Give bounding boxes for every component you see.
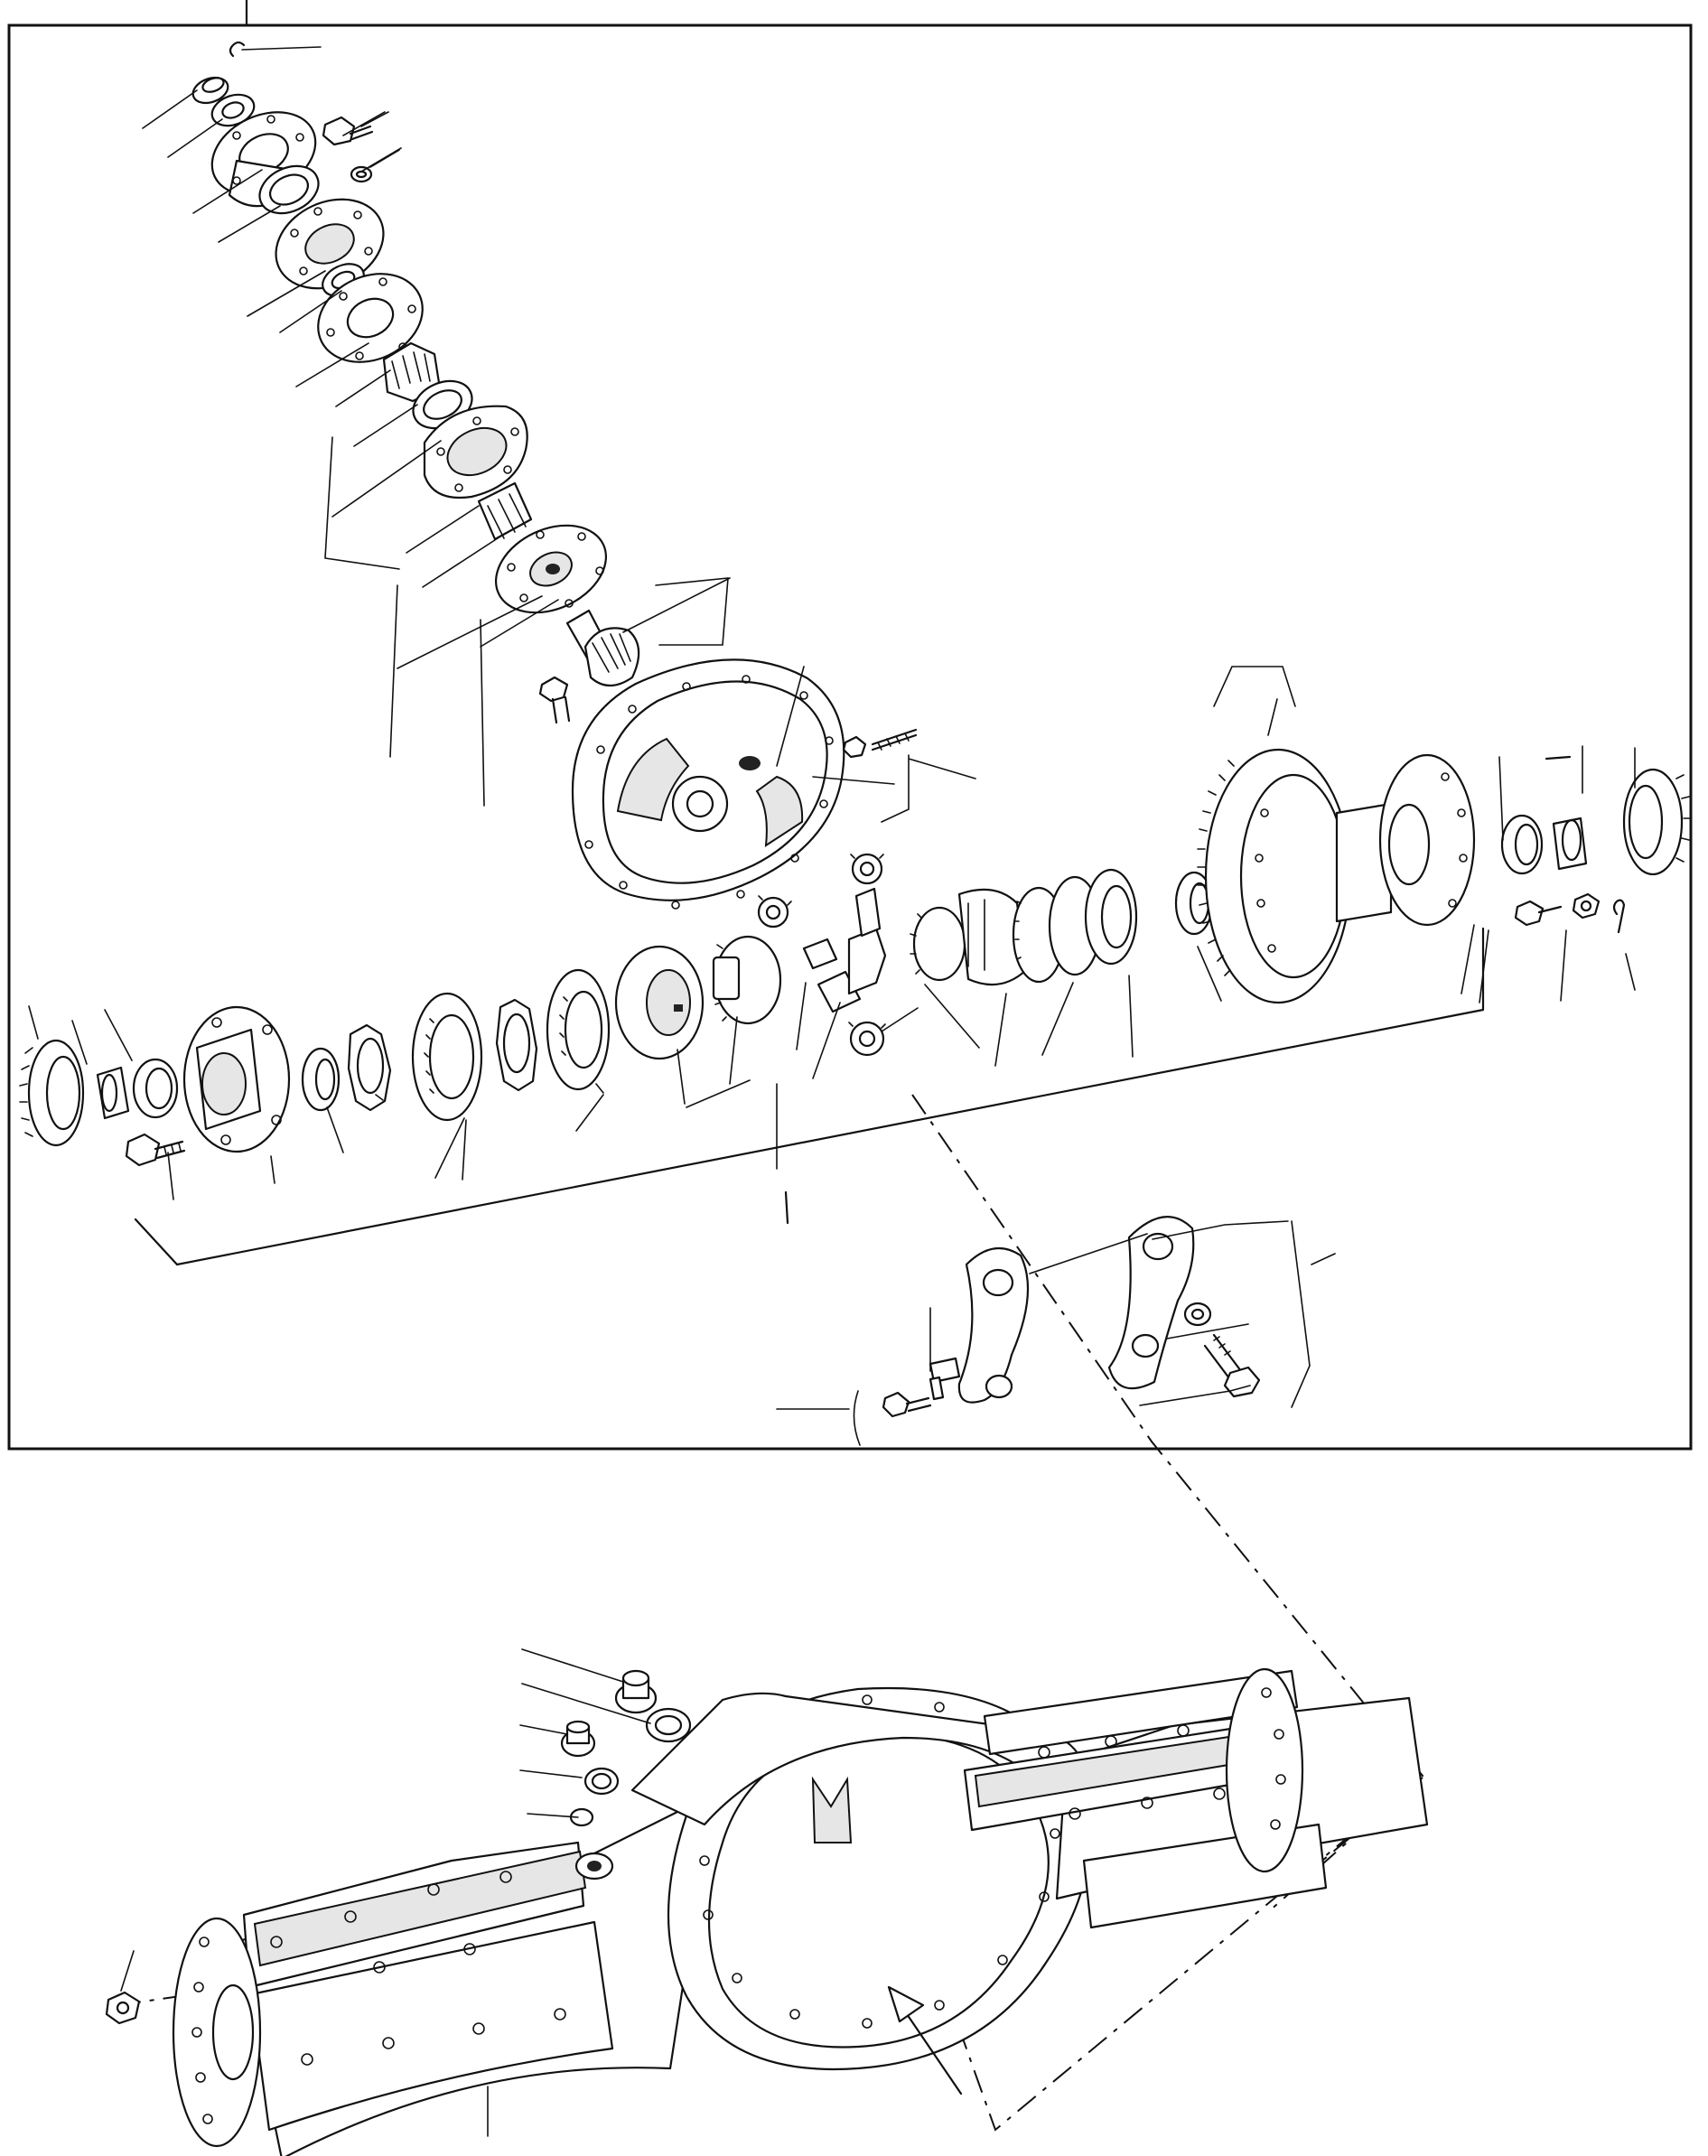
friction-disc-2 bbox=[547, 970, 609, 1089]
adjuster-nut-left bbox=[20, 1041, 83, 1145]
thrust-washer-left bbox=[303, 1049, 339, 1110]
shim-plate bbox=[303, 257, 437, 378]
pressure-ring-left bbox=[616, 947, 703, 1059]
cap-bolt bbox=[1205, 1335, 1259, 1396]
side-gear-right bbox=[910, 908, 965, 980]
pinion-retainer bbox=[481, 509, 620, 630]
ring-gear bbox=[1198, 750, 1350, 1003]
cap-screw bbox=[540, 677, 569, 723]
cap-washer bbox=[1185, 1303, 1210, 1325]
adjuster-nut-right bbox=[1624, 770, 1691, 874]
spider-cross bbox=[804, 889, 885, 1012]
pinion-stack bbox=[190, 42, 639, 723]
carrier-housing bbox=[573, 659, 916, 909]
leader-lines bbox=[29, 90, 1635, 1445]
flange-bolt bbox=[323, 112, 388, 145]
friction-plate-1 bbox=[349, 1025, 390, 1110]
differential-internals bbox=[20, 750, 1691, 1165]
plug-leaders bbox=[520, 1649, 650, 1817]
case-half-left bbox=[184, 1007, 289, 1152]
upper-frame bbox=[9, 0, 1691, 1449]
drain-plug bbox=[562, 1722, 594, 1756]
bearing-cage bbox=[425, 406, 527, 498]
fill-plug-washer bbox=[647, 1709, 690, 1741]
view-arrow bbox=[889, 1987, 961, 2094]
drain-plug-washer bbox=[585, 1769, 618, 1794]
side-gear-left bbox=[714, 937, 780, 1023]
lock-screws bbox=[1516, 757, 1624, 932]
bearing-caps bbox=[883, 1217, 1259, 1416]
drive-pinion bbox=[567, 611, 639, 686]
lock-tab bbox=[883, 1358, 959, 1416]
axle-nut bbox=[107, 1951, 139, 2023]
cotter-pin bbox=[230, 42, 321, 56]
friction-disc-1 bbox=[413, 994, 481, 1120]
oil-seal bbox=[252, 157, 326, 222]
bearing-cup-right bbox=[1502, 816, 1542, 873]
lock-washer bbox=[351, 150, 399, 182]
bearing-cone-right bbox=[1554, 818, 1586, 869]
friction-plate-2 bbox=[497, 1000, 537, 1090]
friction-stack-right bbox=[1013, 870, 1136, 982]
breather bbox=[571, 1809, 612, 1879]
castle-nut bbox=[190, 73, 231, 107]
bearing-cone-left bbox=[98, 1068, 128, 1118]
pinion-gears bbox=[759, 854, 885, 1055]
case-bolt bbox=[126, 1134, 184, 1165]
collapsible-spacer bbox=[479, 483, 531, 539]
bearing-cup-left bbox=[134, 1059, 177, 1117]
axle-housing bbox=[107, 1649, 1427, 2156]
fill-plug bbox=[616, 1671, 656, 1713]
case-half-right bbox=[1337, 755, 1474, 925]
